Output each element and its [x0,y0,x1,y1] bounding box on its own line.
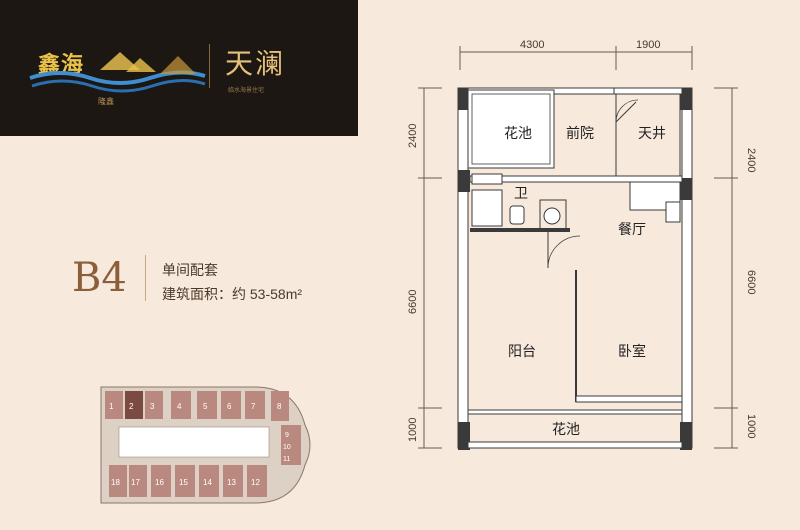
brand-sub-secondary: 临水海景住宅 [228,88,265,94]
room-front-yard: 前院 [566,125,594,141]
keyplan-unit-18: 18 [111,478,120,487]
keyplan-unit-11: 11 [283,456,290,463]
keyplan-unit-9: 9 [285,432,289,439]
keyplan-unit-7: 7 [251,402,256,411]
room-garden-bottom: 花池 [552,421,580,437]
brand-logo-secondary: 天澜 [225,47,286,80]
logo-divider [209,44,210,88]
room-garden-top: 花池 [504,125,532,141]
room-dining: 餐厅 [618,221,646,237]
walls [457,87,693,450]
keyplan-unit-5: 5 [203,402,208,411]
dimension-lines [418,46,738,449]
keyplan-unit-10: 10 [283,444,291,451]
keyplan-unit-1: 1 [109,402,114,411]
keyplan-bottom-row [109,465,267,497]
keyplan-unit-12: 12 [251,478,260,487]
dim-left-bottom: 1000 [407,418,419,442]
keyplan-unit-6: 6 [227,402,232,411]
keyplan-unit-15: 15 [179,478,188,487]
room-patio: 天井 [638,125,666,141]
brand-sub-primary: 隆鑫 [98,97,114,106]
dim-right-bottom: 1000 [745,414,757,438]
unit-type: 单间配套 [162,262,218,278]
dim-left-top: 2400 [407,124,419,148]
unit-code: B4 [72,255,127,301]
keyplan-unit-4: 4 [177,402,182,411]
dim-top-right: 1900 [636,39,660,51]
dim-right-middle: 6600 [745,270,757,294]
room-bedroom: 卧室 [618,343,646,359]
keyplan-unit-16: 16 [155,478,164,487]
dim-left-middle: 6600 [407,290,419,314]
keyplan-unit-8: 8 [277,402,282,411]
keyplan-unit-14: 14 [203,478,212,487]
room-balcony: 阳台 [508,343,536,359]
dim-right-top: 2400 [745,148,757,172]
keyplan-right-units [281,425,301,465]
room-bathroom: 卫 [514,185,528,201]
keyplan-unit-2: 2 [129,402,134,411]
wave-logo-icon [29,52,206,93]
key-plan: 1 2 3 4 5 6 7 8 9 10 11 18 17 16 15 14 1… [100,386,311,504]
dim-top-left: 4300 [520,39,544,51]
keyplan-unit-17: 17 [131,478,140,487]
unit-area: 建筑面积：约 53-58m² [162,286,303,302]
keyplan-unit-3: 3 [150,402,155,411]
unit-divider [145,255,146,301]
keyplan-unit-13: 13 [227,478,236,487]
keyplan-top-row [105,391,289,421]
logo-panel: 鑫海 天澜 隆鑫 临水海景住宅 [0,0,358,136]
floor-plan: 4300 1900 2400 6600 1000 2400 6600 1000 [407,39,757,450]
